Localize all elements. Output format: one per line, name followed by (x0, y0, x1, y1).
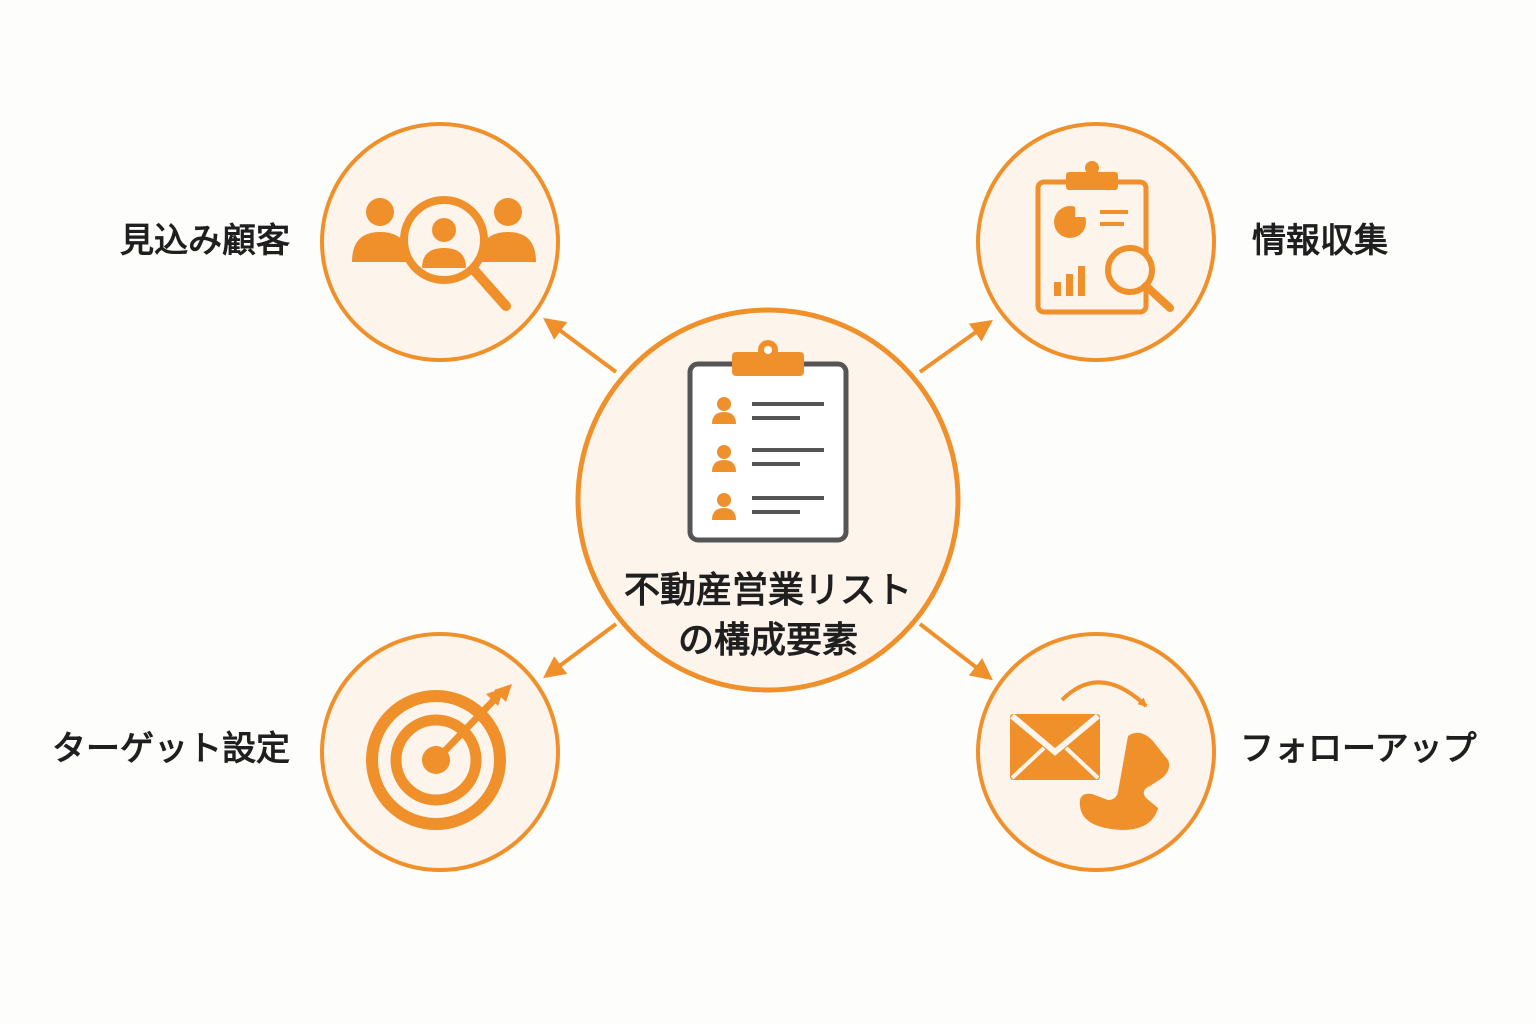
clipboard-list-icon (687, 340, 849, 543)
arrow-to-bottom-right (918, 622, 993, 681)
arrow-to-top-right (918, 319, 993, 374)
center-title: 不動産営業リスト の構成要素 (568, 566, 968, 666)
node-bottom-right (976, 632, 1216, 872)
label-target-setting: ターゲット設定 (52, 729, 290, 769)
arrow-to-bottom-left (543, 622, 618, 679)
center-node (575, 307, 961, 693)
center-title-line-2: の構成要素 (677, 620, 858, 661)
label-follow-up: フォローアップ (1240, 729, 1477, 769)
people-search-icon (352, 196, 536, 311)
report-search-icon (1035, 161, 1174, 315)
label-prospects: 見込み顧客 (120, 221, 290, 261)
list-row-2 (712, 445, 824, 472)
connector-arrows (543, 317, 993, 681)
list-row-3 (712, 493, 824, 520)
mail-phone-icon (1010, 680, 1170, 830)
list-row-1 (712, 397, 824, 424)
label-info-collection: 情報収集 (1252, 221, 1388, 261)
center-title-line-1: 不動産営業リスト (623, 570, 912, 611)
arrow-to-top-left (543, 317, 618, 374)
node-bottom-left (320, 632, 560, 872)
node-top-right (976, 122, 1216, 362)
target-arrow-icon (366, 684, 512, 830)
node-top-left (320, 122, 560, 362)
